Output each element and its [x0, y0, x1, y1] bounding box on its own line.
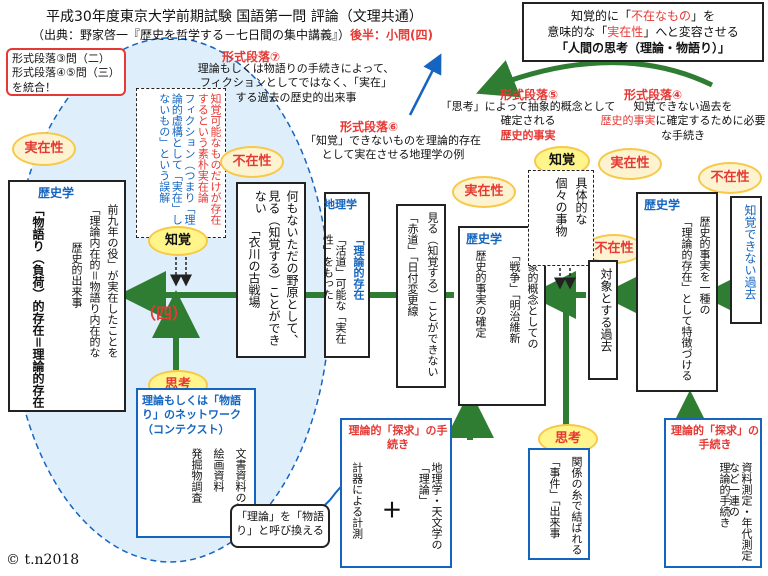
geography-theory-box: 「理論的存在 「活道」可能な「実在性」をもった — [321, 192, 370, 358]
inquiry-right-box: 理論的「探求」の手続き 資料測定・年代測定など一連の 理論的手続き — [664, 418, 762, 568]
star-fuzai-right: 不在性 — [586, 236, 642, 262]
history-right-box: 歴史学 歴史的事実を一種の 「理論的存在」として特徴づける — [636, 192, 718, 392]
history-left-head: 歴史学 — [38, 186, 75, 200]
inquiry-left-box: 理論的「探求」の手続き 地理学・天文学の「理論」 ＋ 計器による計測 — [340, 418, 452, 568]
imperceptible-past-box: 知覚できない過去 — [730, 196, 762, 324]
copyright: © t.n2018 — [6, 552, 80, 568]
star-shikou-right: 思考 — [540, 426, 596, 452]
misconception-box: 知覚可能なものだけが存在するという素朴実在論 フィクション（つまり「理論的虚構と… — [136, 88, 226, 238]
star-jitsuzai-mid: 実在性 — [454, 178, 514, 206]
geography-head: 地理学 — [324, 198, 357, 211]
page-title: 平成30年度東京大学前期試験 国語第一問 評論（文理共通） — [46, 9, 423, 25]
relation-box: 関係の糸で結ばれる 「事件」「出来事 — [528, 448, 590, 560]
star-chikaku-left: 知覚 — [150, 228, 206, 254]
star-fuzai-mid: 不在性 — [222, 148, 282, 176]
merge-note: 形式段落③問（二） 形式段落④⑤問（三） を統合！ — [6, 48, 126, 96]
nohara-box: 何もないただの野原として、 見る（知覚する）ことができない 「衣川の古戦場 — [236, 182, 306, 358]
green-curve-top — [476, 60, 714, 98]
source-prefix: （出典：野家啓一『歴史を哲学する－七日間の集中講義』） — [32, 28, 351, 42]
network-box: 理論もしくは「物語り」のネットワーク（コンテクスト） 文書資料の記述 絵画資料 … — [136, 388, 256, 538]
star-fuzai-far: 不在性 — [700, 164, 760, 192]
history-mid-box: 歴史学 抽象的概念としての 「戦争」「明治維新 歴史的事実の確定 — [458, 226, 546, 406]
concrete-things-box: 具体的な 個々の事物 — [528, 170, 594, 266]
target-past-box: 対象とする過去 — [588, 260, 618, 380]
section-4-text: 知覚できない過去を歴史的事実に確定するために必要な手続き — [600, 100, 766, 142]
misconception-line2: フィクション（つまり「理論的虚構として「実在」しないもの」という誤解 — [157, 93, 196, 225]
misconception-line1: 知覚可能なものだけが存在するという素朴実在論 — [196, 93, 222, 225]
section-7-text: 理論もしくは物語りの手続きによって、フィクションとしてではなく、「実在」する過去… — [197, 62, 395, 104]
star-jitsuzai-left: 実在性 — [14, 134, 74, 164]
top-right-note: 知覚的に「不在なもの」を 意味的な「実在性」へと変容させる 「人間の思考（理論・… — [522, 2, 764, 62]
question-four-label: （四） — [140, 304, 189, 323]
blue-arrow-up — [408, 53, 442, 116]
section-4-label: 形式段落④ — [624, 88, 683, 102]
section-6-label: 形式段落⑥ — [340, 120, 399, 134]
source-line: （出典：野家啓一『歴史を哲学する－七日間の集中講義』）後半：小問(四) — [32, 26, 433, 43]
star-jitsuzai-right: 実在性 — [600, 150, 660, 178]
source-suffix: 後半：小問(四) — [350, 28, 433, 42]
star-chikaku-right: 知覚 — [536, 148, 588, 174]
section-7-label: 形式段落⑦ — [222, 50, 281, 64]
section-5-text: 「思考」によって抽象的概念として確定される歴史的事実 — [440, 100, 616, 142]
history-left-box: 歴史学 前九年の役」が実在したことを 「理論内在的＝物語り内在的な 歴史的出来事… — [8, 180, 126, 412]
section-6-text: 「知覚」できないものを理論的存在として実在させる地理学の例 — [305, 134, 481, 162]
rename-note: 「理論」を「物語り」と呼び換える — [230, 504, 330, 548]
geography-box: 見る（知覚する）ことができない 「赤道」「日付変更線 — [396, 204, 446, 388]
section-5-label: 形式段落⑤ — [500, 88, 559, 102]
